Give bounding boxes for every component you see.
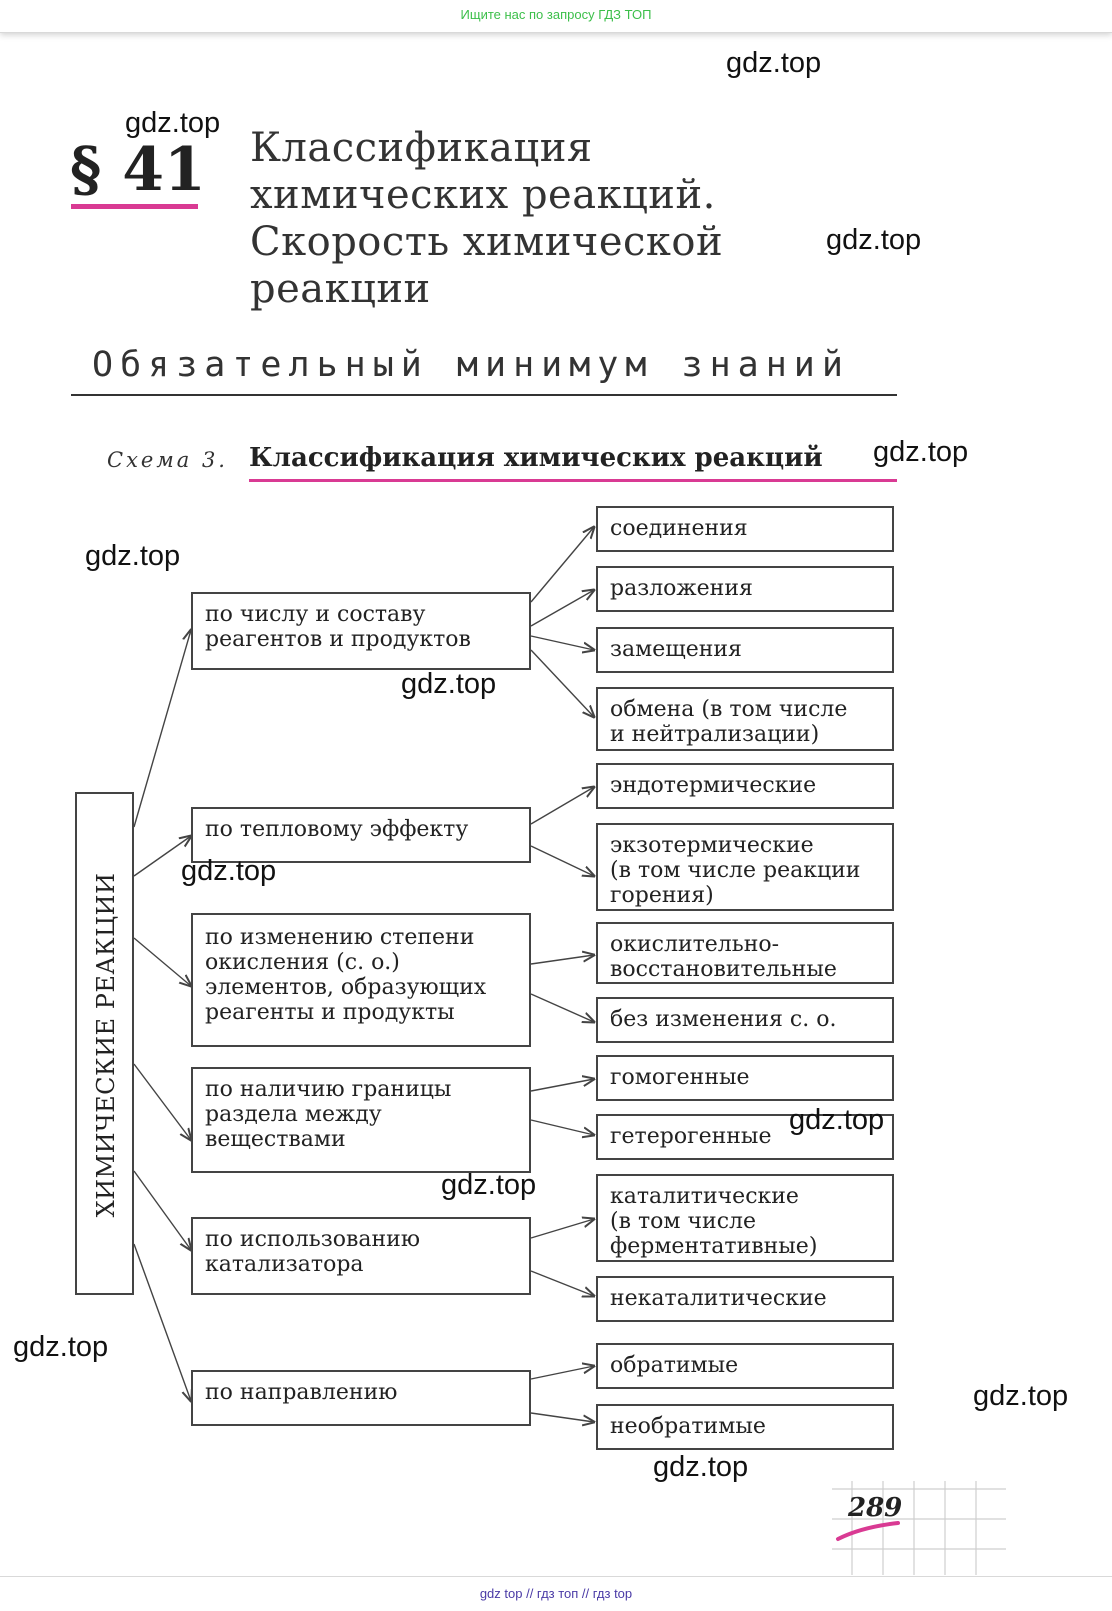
arrow-criterion-type [530,993,594,1022]
paragraph-number: § 41 [70,135,206,205]
type-box: разложения [596,566,894,612]
watermark: gdz.top [13,1331,109,1363]
watermark: gdz.top [789,1104,885,1136]
top-banner: Ищите нас по запросу ГДЗ ТОП [0,0,1112,33]
watermark: gdz.top [973,1380,1069,1412]
watermark: gdz.top [181,855,277,887]
page-title: Классификация химических реакций. Скорос… [250,125,724,312]
watermark: gdz.top [401,668,497,700]
arrow-root-criterion [133,1170,191,1250]
watermark: gdz.top [826,224,922,256]
arrow-root-criterion [133,836,191,877]
arrow-criterion-type [530,649,594,717]
arrow-criterion-type [530,845,594,876]
watermark: gdz.top [125,107,221,139]
bottom-banner: gdz top // гдз топ // гдз top [0,1576,1112,1611]
arrow-criterion-type [530,1219,594,1239]
type-box: обмена (в том числе и нейтрализации) [596,687,894,751]
type-box: окислительно- восстановительные [596,922,894,984]
criterion-box: по тепловому эффекту [191,807,531,863]
criterion-box: по направлению [191,1370,531,1426]
watermark: gdz.top [441,1169,537,1201]
page-number-grid [832,1481,1006,1575]
type-box: обратимые [596,1343,894,1389]
arrow-criterion-type [530,1412,594,1422]
type-box: гомогенные [596,1055,894,1101]
arrow-root-criterion [133,937,191,986]
page-number: 289 [848,1493,903,1523]
bottom-banner-text: gdz top // гдз топ // гдз top [479,1586,633,1601]
section-divider [71,394,897,396]
criterion-box: по наличию границы раздела между веществ… [191,1067,531,1173]
arrow-criterion-type [530,787,594,825]
type-box: замещения [596,627,894,673]
type-box: соединения [596,506,894,552]
scheme-label: Схема 3. [107,448,228,472]
scheme-underline [249,479,897,482]
criterion-box: по использованию катализатора [191,1217,531,1295]
arrow-criterion-type [530,635,594,650]
arrow-criterion-type [530,527,594,603]
watermark: gdz.top [85,540,181,572]
type-box: эндотермические [596,763,894,809]
arrow-criterion-type [530,955,594,965]
arrow-criterion-type [530,1119,594,1135]
type-box: без изменения с. о. [596,997,894,1043]
top-banner-text: Ищите нас по запросу ГДЗ ТОП [460,7,652,22]
type-box: экзотермические (в том числе реакции гор… [596,823,894,911]
type-box: необратимые [596,1404,894,1450]
watermark: gdz.top [873,436,969,468]
watermark: gdz.top [653,1451,749,1483]
type-box: некаталитические [596,1276,894,1322]
root-box: ХИМИЧЕСКИЕ РЕАКЦИИ [75,792,134,1295]
root-label: ХИМИЧЕСКИЕ РЕАКЦИИ [92,872,120,1218]
arrow-criterion-type [530,590,594,627]
arrow-criterion-type [530,1079,594,1092]
arrow-root-criterion [133,630,191,828]
scheme-title: Классификация химических реакций [249,443,823,473]
type-box: гетерогенные [596,1114,894,1160]
criterion-box: по изменению степени окисления (с. о.) э… [191,913,531,1047]
arrow-criterion-type [530,1366,594,1380]
arrow-criterion-type [530,1270,594,1296]
arrow-root-criterion [133,1243,191,1401]
watermark: gdz.top [726,47,822,79]
paragraph-underline [71,204,198,209]
criterion-box: по числу и составу реагентов и продуктов [191,592,531,670]
type-box: каталитические (в том числе ферментативн… [596,1174,894,1262]
section-heading: Обязательный минимум знаний [92,345,850,385]
arrow-root-criterion [133,1063,191,1140]
